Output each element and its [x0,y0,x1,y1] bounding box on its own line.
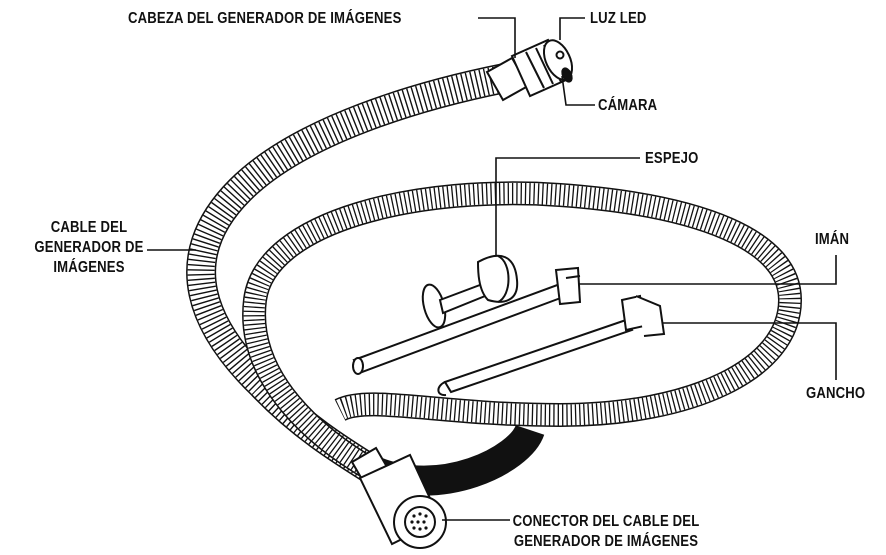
cable-connector [350,446,447,549]
imager-head [485,38,574,102]
leader-lines [147,17,837,521]
led-light [555,50,565,60]
leader-imager-head [478,17,516,58]
leader-led [559,17,585,40]
leader-camera [561,75,595,106]
leader-mirror [495,157,640,256]
mirror-accessory [421,254,519,329]
label-hook: GANCHO [806,385,866,402]
magnet-accessory [352,266,582,375]
label-magnet: IMÁN [815,231,850,248]
label-cable-connector-line-1: CONECTOR DEL CABLE DEL [512,513,700,530]
camera-lens [561,67,573,83]
label-imager-cable-line-1: CABLE DEL [50,219,128,236]
leader-magnet [578,255,837,285]
leader-hook [662,322,837,380]
label-led-light: LUZ LED [590,10,647,27]
label-imager-cable: CABLE DEL GENERADOR DE IMÁGENES [16,218,162,278]
label-cable-connector: CONECTOR DEL CABLE DEL GENERADOR DE IMÁG… [486,512,725,552]
imager-cable [186,63,803,496]
label-imager-cable-line-2: GENERADOR DE [34,239,144,256]
label-imager-head: CABEZA DEL GENERADOR DE IMÁGENES [128,10,402,27]
hook-accessory [437,294,666,397]
label-imager-cable-line-3: IMÁGENES [53,259,125,276]
label-camera: CÁMARA [598,97,658,114]
label-cable-connector-line-2: GENERADOR DE IMÁGENES [513,533,699,550]
label-mirror: ESPEJO [645,150,699,167]
